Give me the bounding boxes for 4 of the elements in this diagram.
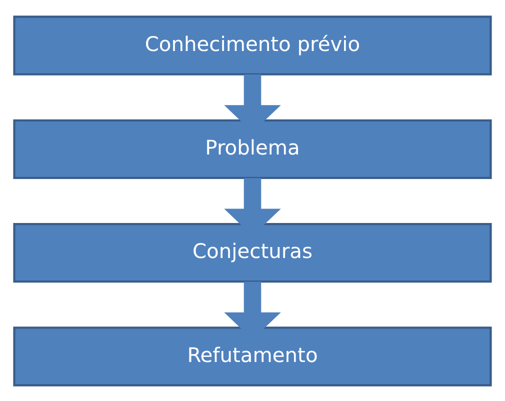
node-box: Problema — [13, 118, 492, 179]
node-box: Refutamento — [13, 326, 492, 386]
node-box: Conjecturas — [13, 222, 492, 282]
node-box: Conhecimento prévio — [13, 15, 492, 75]
